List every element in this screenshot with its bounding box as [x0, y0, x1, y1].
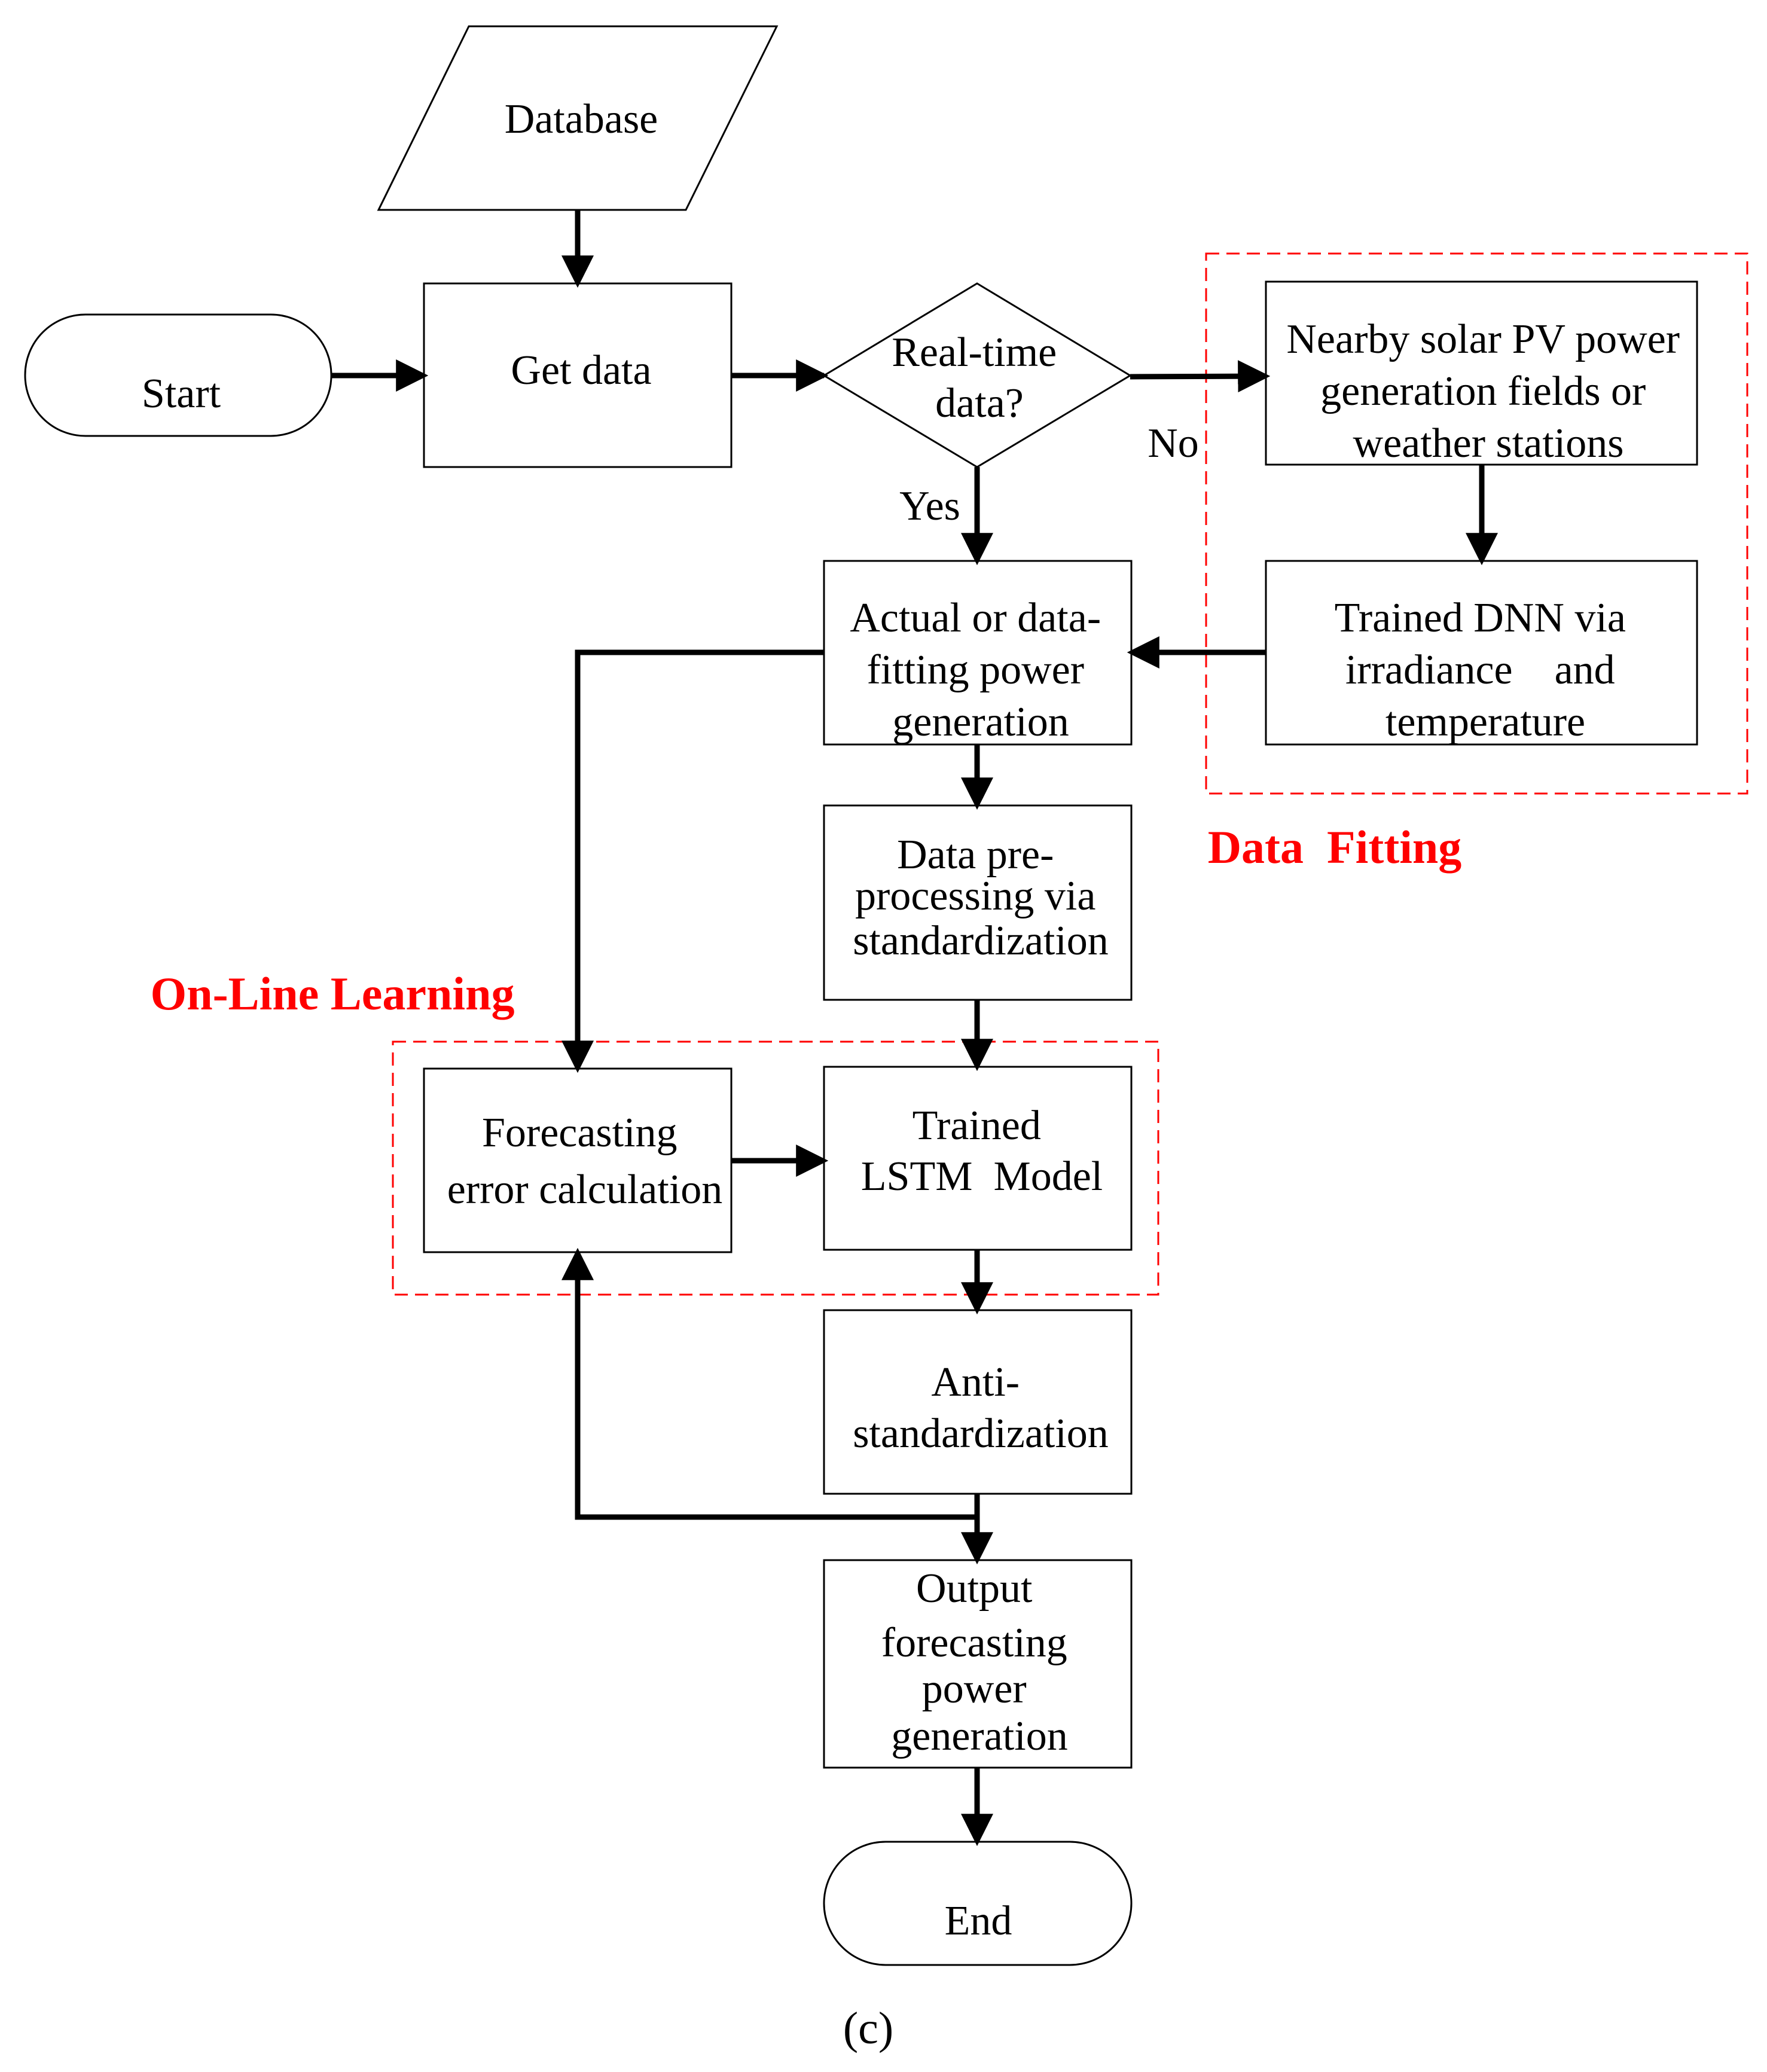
output-node — [823, 1559, 1133, 1769]
no-branch-label: No — [1148, 420, 1199, 466]
lstm-model-node — [823, 1066, 1133, 1251]
connector-decision-to-nearby-sources — [1130, 360, 1271, 393]
actual-power-node — [823, 560, 1133, 746]
get-data-label: Get data — [511, 347, 651, 393]
actual-power-label: Actual or data- fitting power generation — [850, 595, 1111, 745]
connector-actual-power-to-error-calc — [561, 649, 824, 1073]
output-label: Output forecasting power generation — [881, 1566, 1078, 1759]
start-label: Start — [142, 371, 221, 417]
lstm-model-label: Trained LSTM Model — [861, 1103, 1103, 1200]
data-fitting-region — [1205, 252, 1748, 795]
realtime-decision-label: Real-time data? — [892, 329, 1067, 426]
nearby-sources-node — [1265, 280, 1698, 466]
yes-branch-label: Yes — [899, 483, 960, 529]
online-learning-title: On-Line Learning — [151, 968, 515, 1020]
nearby-sources-label: Nearby solar PV power generation fields … — [1286, 316, 1690, 466]
trained-dnn-node — [1265, 560, 1698, 746]
trained-dnn-label: Trained DNN via irradiance and temperatu… — [1335, 595, 1637, 745]
connector-feedback-to-error-calc — [561, 1247, 977, 1520]
data-fitting-title: Data Fitting — [1208, 821, 1462, 873]
figure-caption: (c) — [843, 2003, 893, 2053]
database-label: Database — [505, 96, 658, 142]
error-calc-label: Forecasting error calculation — [447, 1110, 723, 1213]
end-label: End — [945, 1898, 1012, 1944]
preprocessing-label: Data pre- processing via standardization — [853, 832, 1109, 964]
error-calc-node — [423, 1067, 733, 1253]
anti-standardization-label: Anti- standardization — [853, 1359, 1109, 1457]
database-node — [377, 25, 779, 211]
